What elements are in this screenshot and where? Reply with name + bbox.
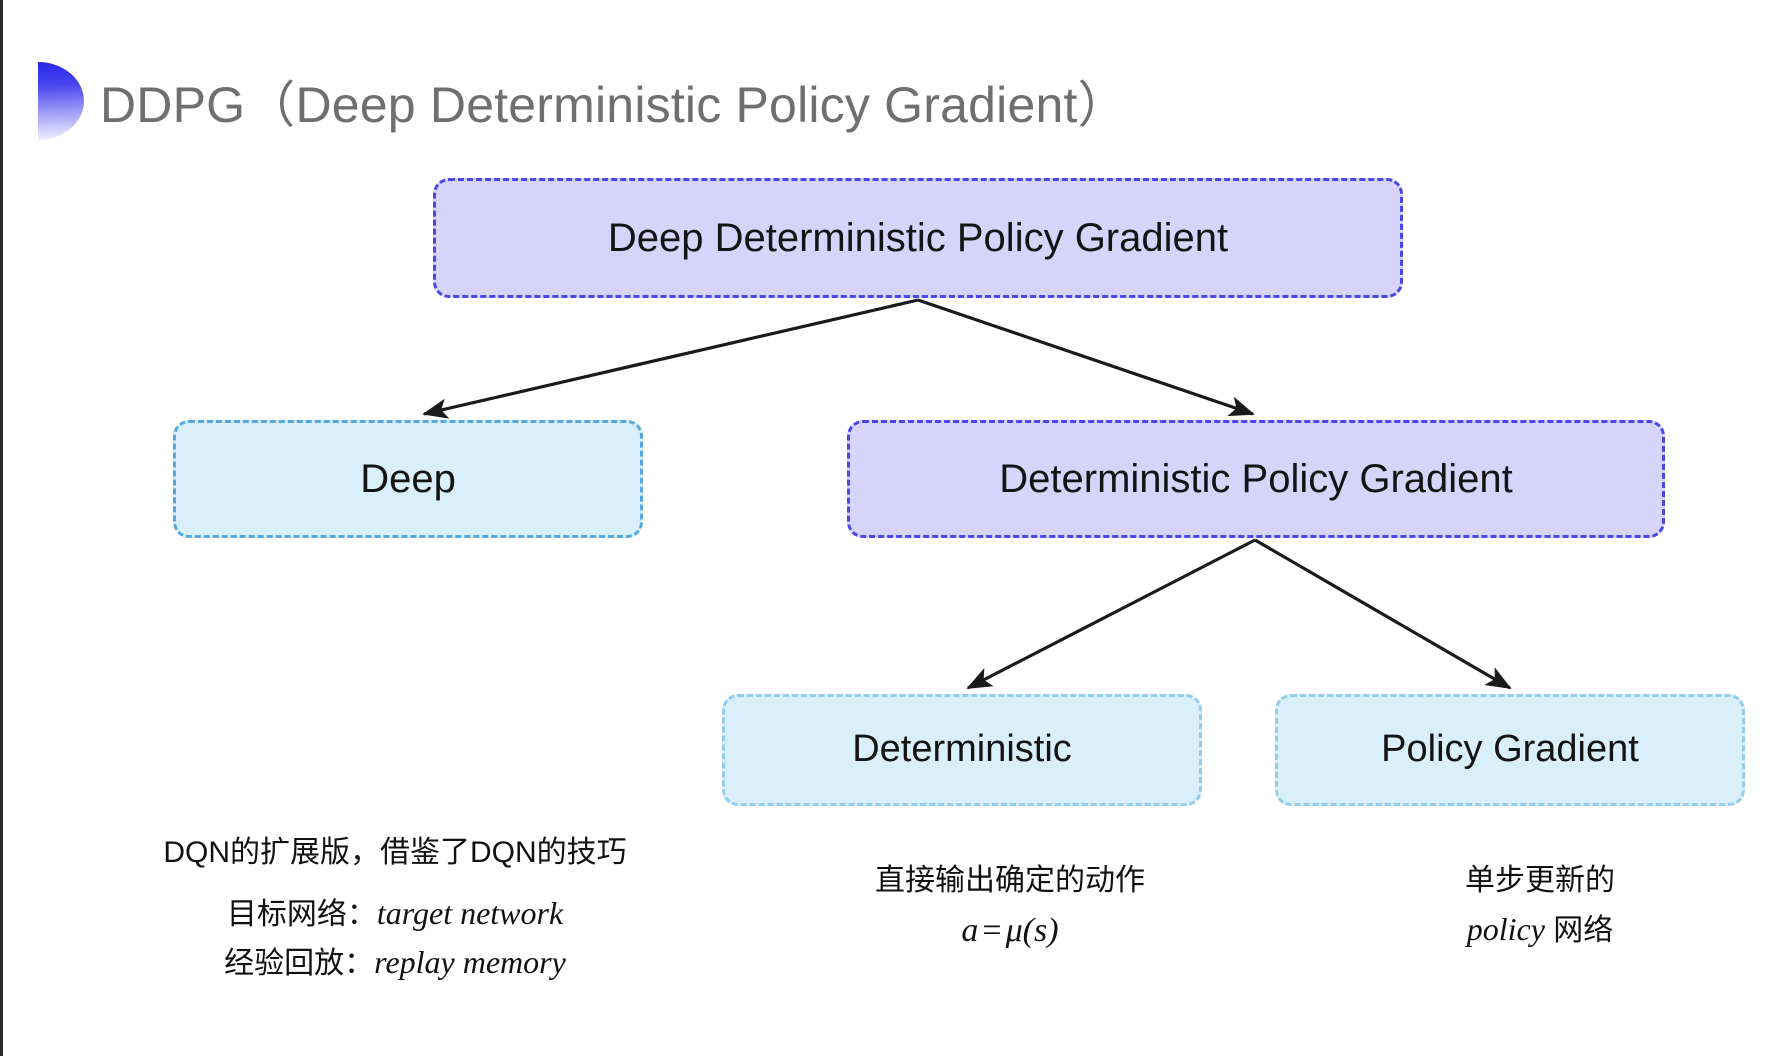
- slide-left-edge-line: [0, 0, 3, 1056]
- caption-deterministic-line1: 直接输出确定的动作: [875, 864, 1145, 897]
- caption-deterministic: 直接输出确定的动作 a=μ(s): [760, 858, 1260, 957]
- caption-deep-line2: 目标网络：target network: [110, 889, 680, 939]
- caption-deep-line2-label: 目标网络：: [226, 897, 377, 931]
- caption-deterministic-formula: a=μ(s): [760, 905, 1260, 958]
- arrow-root-to-deep: [422, 298, 919, 419]
- page-title: DDPG（Deep Deterministic Policy Gradient）: [100, 77, 1128, 133]
- caption-policy-gradient-line2: policy 网络: [1330, 905, 1750, 955]
- node-deterministic[interactable]: Deterministic: [722, 694, 1202, 806]
- arrow-dpg-to-deterministic: [966, 538, 1256, 690]
- node-deep-deterministic-policy-gradient[interactable]: Deep Deterministic Policy Gradient: [433, 178, 1403, 298]
- formula-rhs: μ(s): [1005, 911, 1059, 949]
- node-policy-gradient[interactable]: Policy Gradient: [1275, 694, 1745, 806]
- slide-title-row: DDPG（Deep Deterministic Policy Gradient）: [38, 62, 1128, 140]
- formula-lhs: a: [961, 911, 979, 949]
- caption-deep-line3-label: 经验回放：: [224, 947, 375, 981]
- node-deep[interactable]: Deep: [173, 420, 643, 538]
- caption-policy-gradient: 单步更新的 policy 网络: [1330, 858, 1750, 954]
- caption-policy-gradient-suffix: 网络: [1544, 913, 1614, 947]
- caption-policy-gradient-term: policy: [1466, 910, 1545, 947]
- caption-deep-line3: 经验回放：replay memory: [110, 938, 680, 988]
- half-circle-gradient-icon: [38, 62, 84, 140]
- formula-operator: =: [982, 911, 1002, 949]
- caption-deep-line3-term: replay memory: [374, 944, 566, 981]
- caption-deep: DQN的扩展版，借鉴了DQN的技巧 目标网络：target network 经验…: [110, 830, 680, 988]
- node-deterministic-policy-gradient[interactable]: Deterministic Policy Gradient: [847, 420, 1665, 538]
- caption-policy-gradient-line1: 单步更新的: [1465, 864, 1615, 897]
- arrow-root-to-dpg: [917, 298, 1255, 417]
- arrow-dpg-to-policy-gradient: [1254, 538, 1512, 690]
- caption-deep-line2-term: target network: [376, 894, 564, 931]
- caption-deep-line1: DQN的扩展版，借鉴了DQN的技巧: [163, 836, 627, 869]
